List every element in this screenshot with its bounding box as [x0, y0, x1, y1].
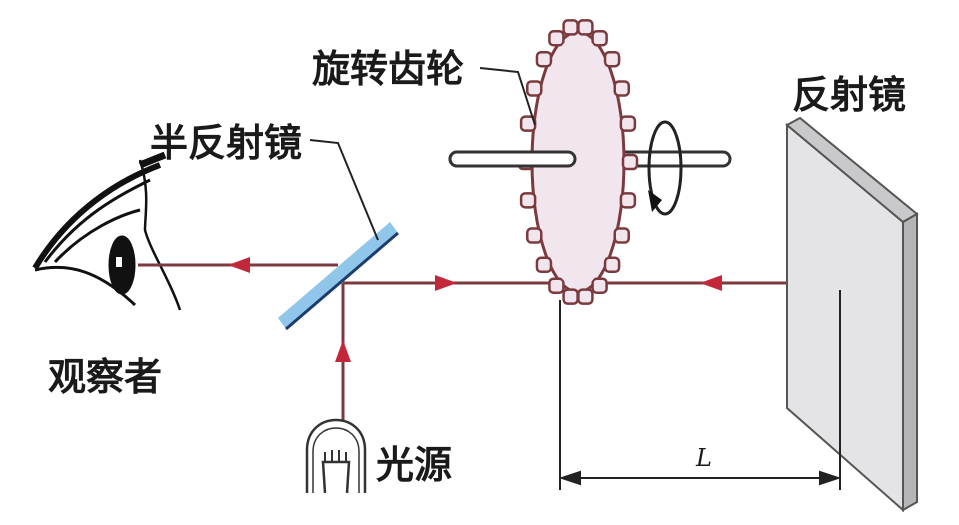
distance-marker: [558, 290, 842, 490]
gear-tooth: [603, 256, 621, 274]
light-bulb-icon: [305, 418, 367, 494]
half-mirror: [278, 222, 399, 331]
label-rotating-gear: 旋转齿轮: [312, 47, 464, 91]
gear-tooth: [613, 80, 630, 97]
gear-tooth: [548, 30, 565, 47]
arrow-left-icon: [700, 275, 722, 291]
arrow-left-icon: [228, 257, 250, 273]
axle-left: [448, 150, 577, 168]
gear-tooth: [526, 80, 543, 97]
light-rays: [138, 263, 842, 420]
gear-tooth: [577, 288, 594, 305]
gear-tooth: [535, 50, 553, 68]
gear-tooth: [619, 115, 637, 132]
gear-tooth: [621, 153, 639, 171]
label-observer: 观察者: [48, 355, 162, 399]
label-half-mirror: 半反射镜: [150, 121, 302, 165]
reflector-mirror: [785, 116, 919, 513]
gear-tooth: [562, 19, 579, 36]
gear-tooth: [526, 227, 543, 244]
label-distance: L: [695, 444, 712, 472]
label-light-source: 光源: [376, 443, 452, 487]
gear-tooth: [548, 277, 565, 294]
ray-arrows: [228, 257, 722, 362]
arrow-right-icon: [435, 275, 457, 291]
gear-tooth: [603, 50, 621, 68]
rotating-gear: [517, 19, 639, 305]
gear-tooth: [562, 288, 579, 305]
gear-tooth: [519, 192, 537, 209]
gear-leader: [479, 67, 536, 126]
gear-tooth: [591, 30, 608, 47]
gear-tooth: [619, 192, 637, 209]
gear-tooth: [613, 227, 630, 244]
half-mirror-leader: [309, 139, 379, 241]
gear-tooth: [577, 19, 594, 36]
arrow-up-icon: [335, 340, 351, 362]
eye-icon: [32, 151, 182, 311]
label-mirror: 反射镜: [792, 73, 906, 117]
rotation-arrow-icon: [647, 120, 683, 216]
gear-tooth: [591, 277, 608, 294]
gear-tooth: [535, 256, 553, 274]
